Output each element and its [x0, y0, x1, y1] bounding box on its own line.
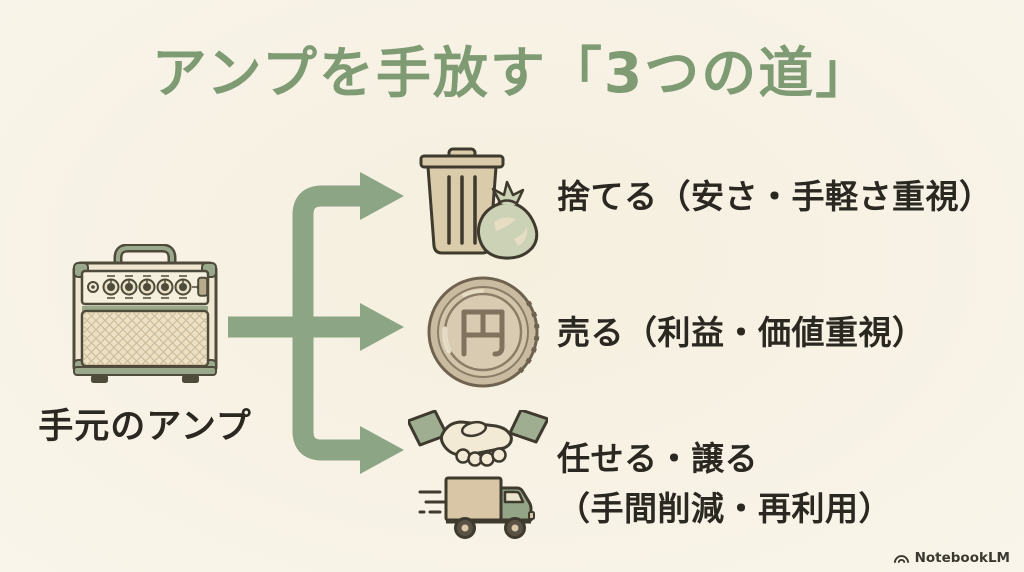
branch-entrust-label-line1: 任せる・譲る [557, 439, 758, 478]
page-title: アンプを手放す「3つの道」 [151, 41, 873, 105]
trash-can-icon [419, 147, 539, 260]
yen-coin-icon [427, 276, 540, 388]
watermark-label: NotebookLM [914, 550, 1010, 566]
garbage-bag-icon [476, 180, 539, 260]
amp-figure: 手元のアンプ [30, 244, 260, 449]
branch-entrust-label: 任せる・譲る （手間削減・再利用） [557, 434, 892, 534]
handshake-icon [408, 410, 548, 467]
branch-sell-label: 売る（利益・価値重視） [557, 313, 926, 352]
guitar-amp-illustration [72, 244, 218, 383]
watermark: NotebookLM [893, 550, 1010, 566]
delivery-truck-icon [418, 476, 535, 539]
amp-label: 手元のアンプ [38, 407, 252, 447]
branch-discard-label: 捨てる（安さ・手軽さ重視） [557, 177, 993, 216]
notebooklm-logo-icon [893, 555, 909, 563]
branch-entrust-label-line2: （手間削減・再利用） [557, 489, 892, 528]
